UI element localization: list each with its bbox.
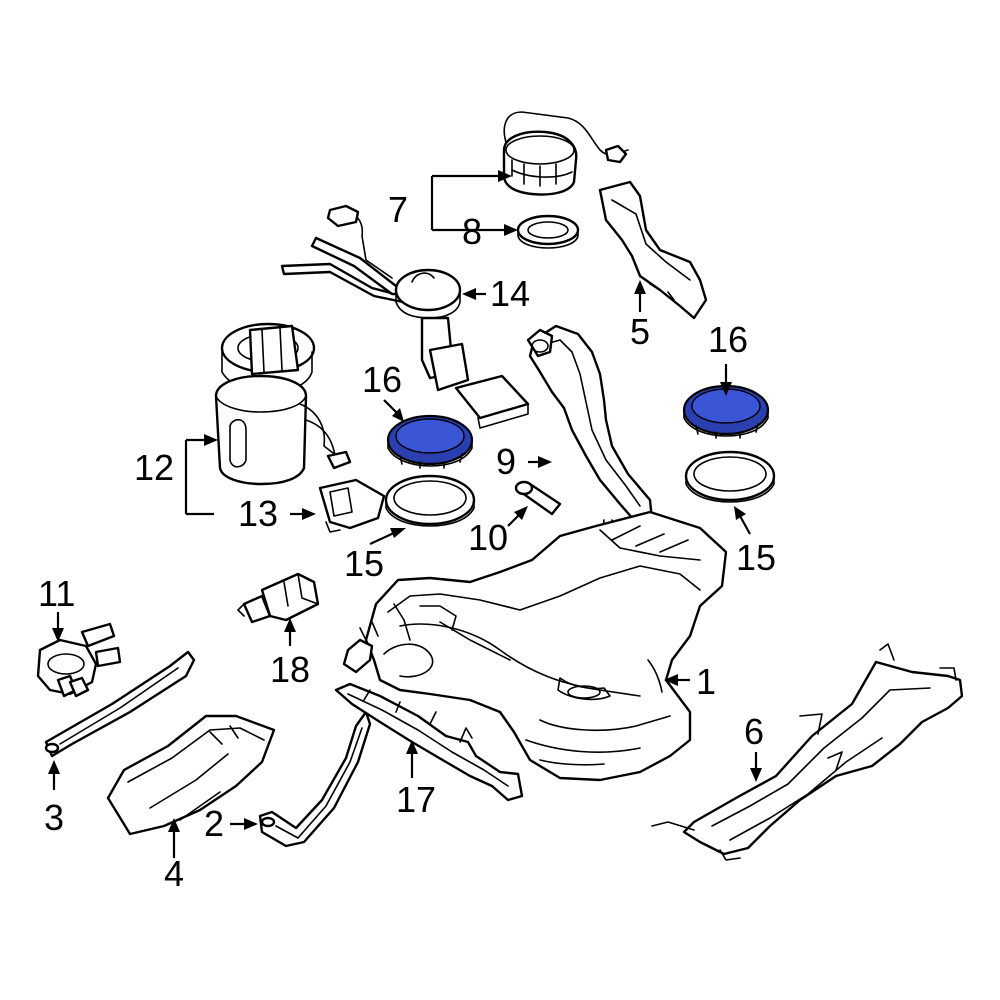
callout-5: 5 bbox=[630, 311, 650, 352]
callout-9: 9 bbox=[496, 441, 516, 482]
part-4-under-shield bbox=[106, 714, 276, 836]
callout-10: 10 bbox=[468, 517, 508, 558]
callout-1: 1 bbox=[696, 661, 716, 702]
callout-15-left: 15 bbox=[344, 543, 384, 584]
part-14-fuel-sender bbox=[280, 204, 530, 429]
part-1-fuel-tank bbox=[342, 510, 728, 782]
callout-13: 13 bbox=[238, 493, 278, 534]
callout-14: 14 bbox=[490, 273, 530, 314]
part-7-filler-cap bbox=[502, 111, 629, 196]
callout-labels: 7 8 14 5 16 16 12 13 9 10 15 15 11 18 1 … bbox=[38, 189, 776, 894]
callout-8: 8 bbox=[462, 211, 482, 252]
part-15-seal-right bbox=[684, 450, 776, 503]
part-16-lock-ring-left bbox=[386, 414, 474, 469]
part-15-seal-left bbox=[384, 474, 476, 527]
callout-12: 12 bbox=[134, 447, 174, 488]
callout-17: 17 bbox=[396, 779, 436, 820]
part-18-fuel-filter bbox=[237, 572, 320, 624]
leader-lines bbox=[48, 170, 762, 858]
callout-15-right: 15 bbox=[736, 537, 776, 578]
callout-4: 4 bbox=[164, 853, 184, 894]
callout-3: 3 bbox=[44, 797, 64, 838]
part-10-filter bbox=[514, 480, 562, 516]
part-6-rear-shield bbox=[651, 643, 964, 861]
part-8-gasket bbox=[516, 214, 580, 249]
part-2-tank-strap bbox=[258, 710, 372, 848]
part-12-fuel-pump bbox=[214, 322, 352, 486]
callout-18: 18 bbox=[270, 649, 310, 690]
callout-11: 11 bbox=[38, 573, 75, 614]
part-11-vent-valve bbox=[36, 622, 122, 698]
part-13-bracket bbox=[318, 478, 386, 533]
callout-6: 6 bbox=[744, 711, 764, 752]
part-17-cross-bracket bbox=[334, 682, 524, 802]
callout-2: 2 bbox=[204, 803, 224, 844]
callout-16-right: 16 bbox=[708, 319, 748, 360]
part-5-heat-shield bbox=[598, 180, 708, 320]
callout-16-left: 16 bbox=[362, 359, 402, 400]
callout-7: 7 bbox=[388, 189, 408, 230]
part-3-strap bbox=[44, 650, 196, 758]
